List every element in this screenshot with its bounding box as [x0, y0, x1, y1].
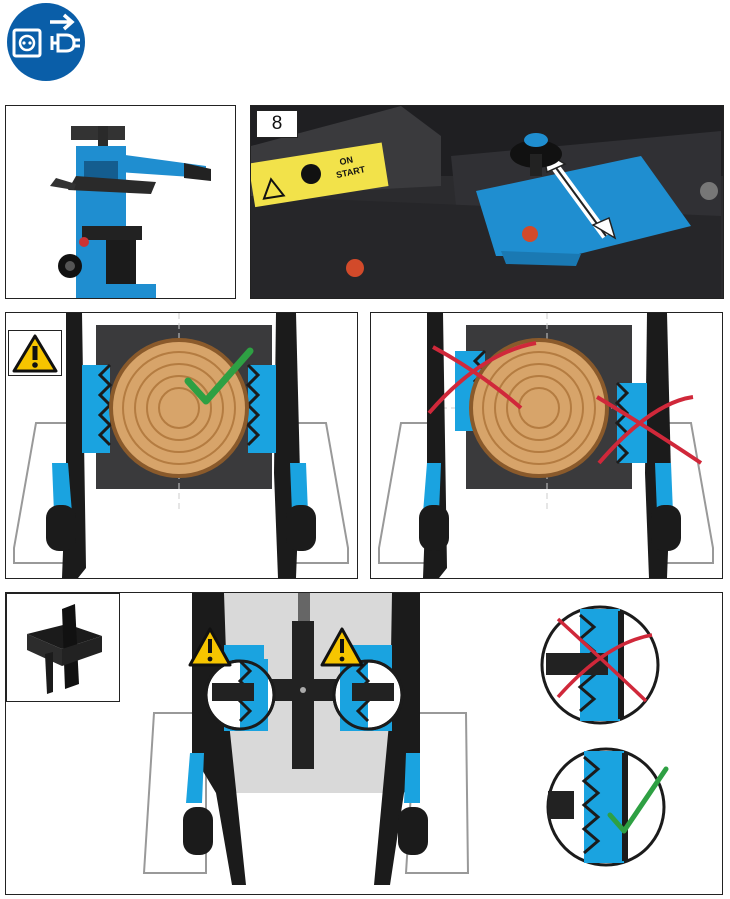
warning-icon	[188, 627, 232, 667]
log-cross-section	[471, 340, 607, 476]
error-cross-icon	[556, 617, 648, 703]
error-cross-icon	[595, 395, 703, 465]
log-splitter-illustration	[50, 126, 211, 298]
checkmark-icon	[607, 766, 669, 834]
error-cross-icon	[427, 341, 537, 415]
warning-icon	[320, 627, 364, 667]
checkmark-icon	[184, 347, 254, 405]
step-number: 8	[256, 110, 298, 138]
correct-log-position-panel	[5, 312, 358, 579]
log-cross-section	[111, 340, 247, 476]
wedge-adjustment-photo-panel: ON START	[250, 105, 724, 299]
sticker-on-text: ON	[339, 154, 354, 167]
disconnect-plug-icon	[6, 2, 86, 82]
warning-icon	[8, 330, 62, 376]
cross-wedge-photo-inset	[6, 593, 120, 702]
log-splitter-photo-panel	[5, 105, 236, 299]
correct-wedge-detail	[546, 747, 669, 867]
incorrect-log-position-panel	[370, 312, 723, 579]
wrong-wedge-detail	[540, 605, 660, 725]
cross-wedge-panel	[5, 592, 723, 895]
